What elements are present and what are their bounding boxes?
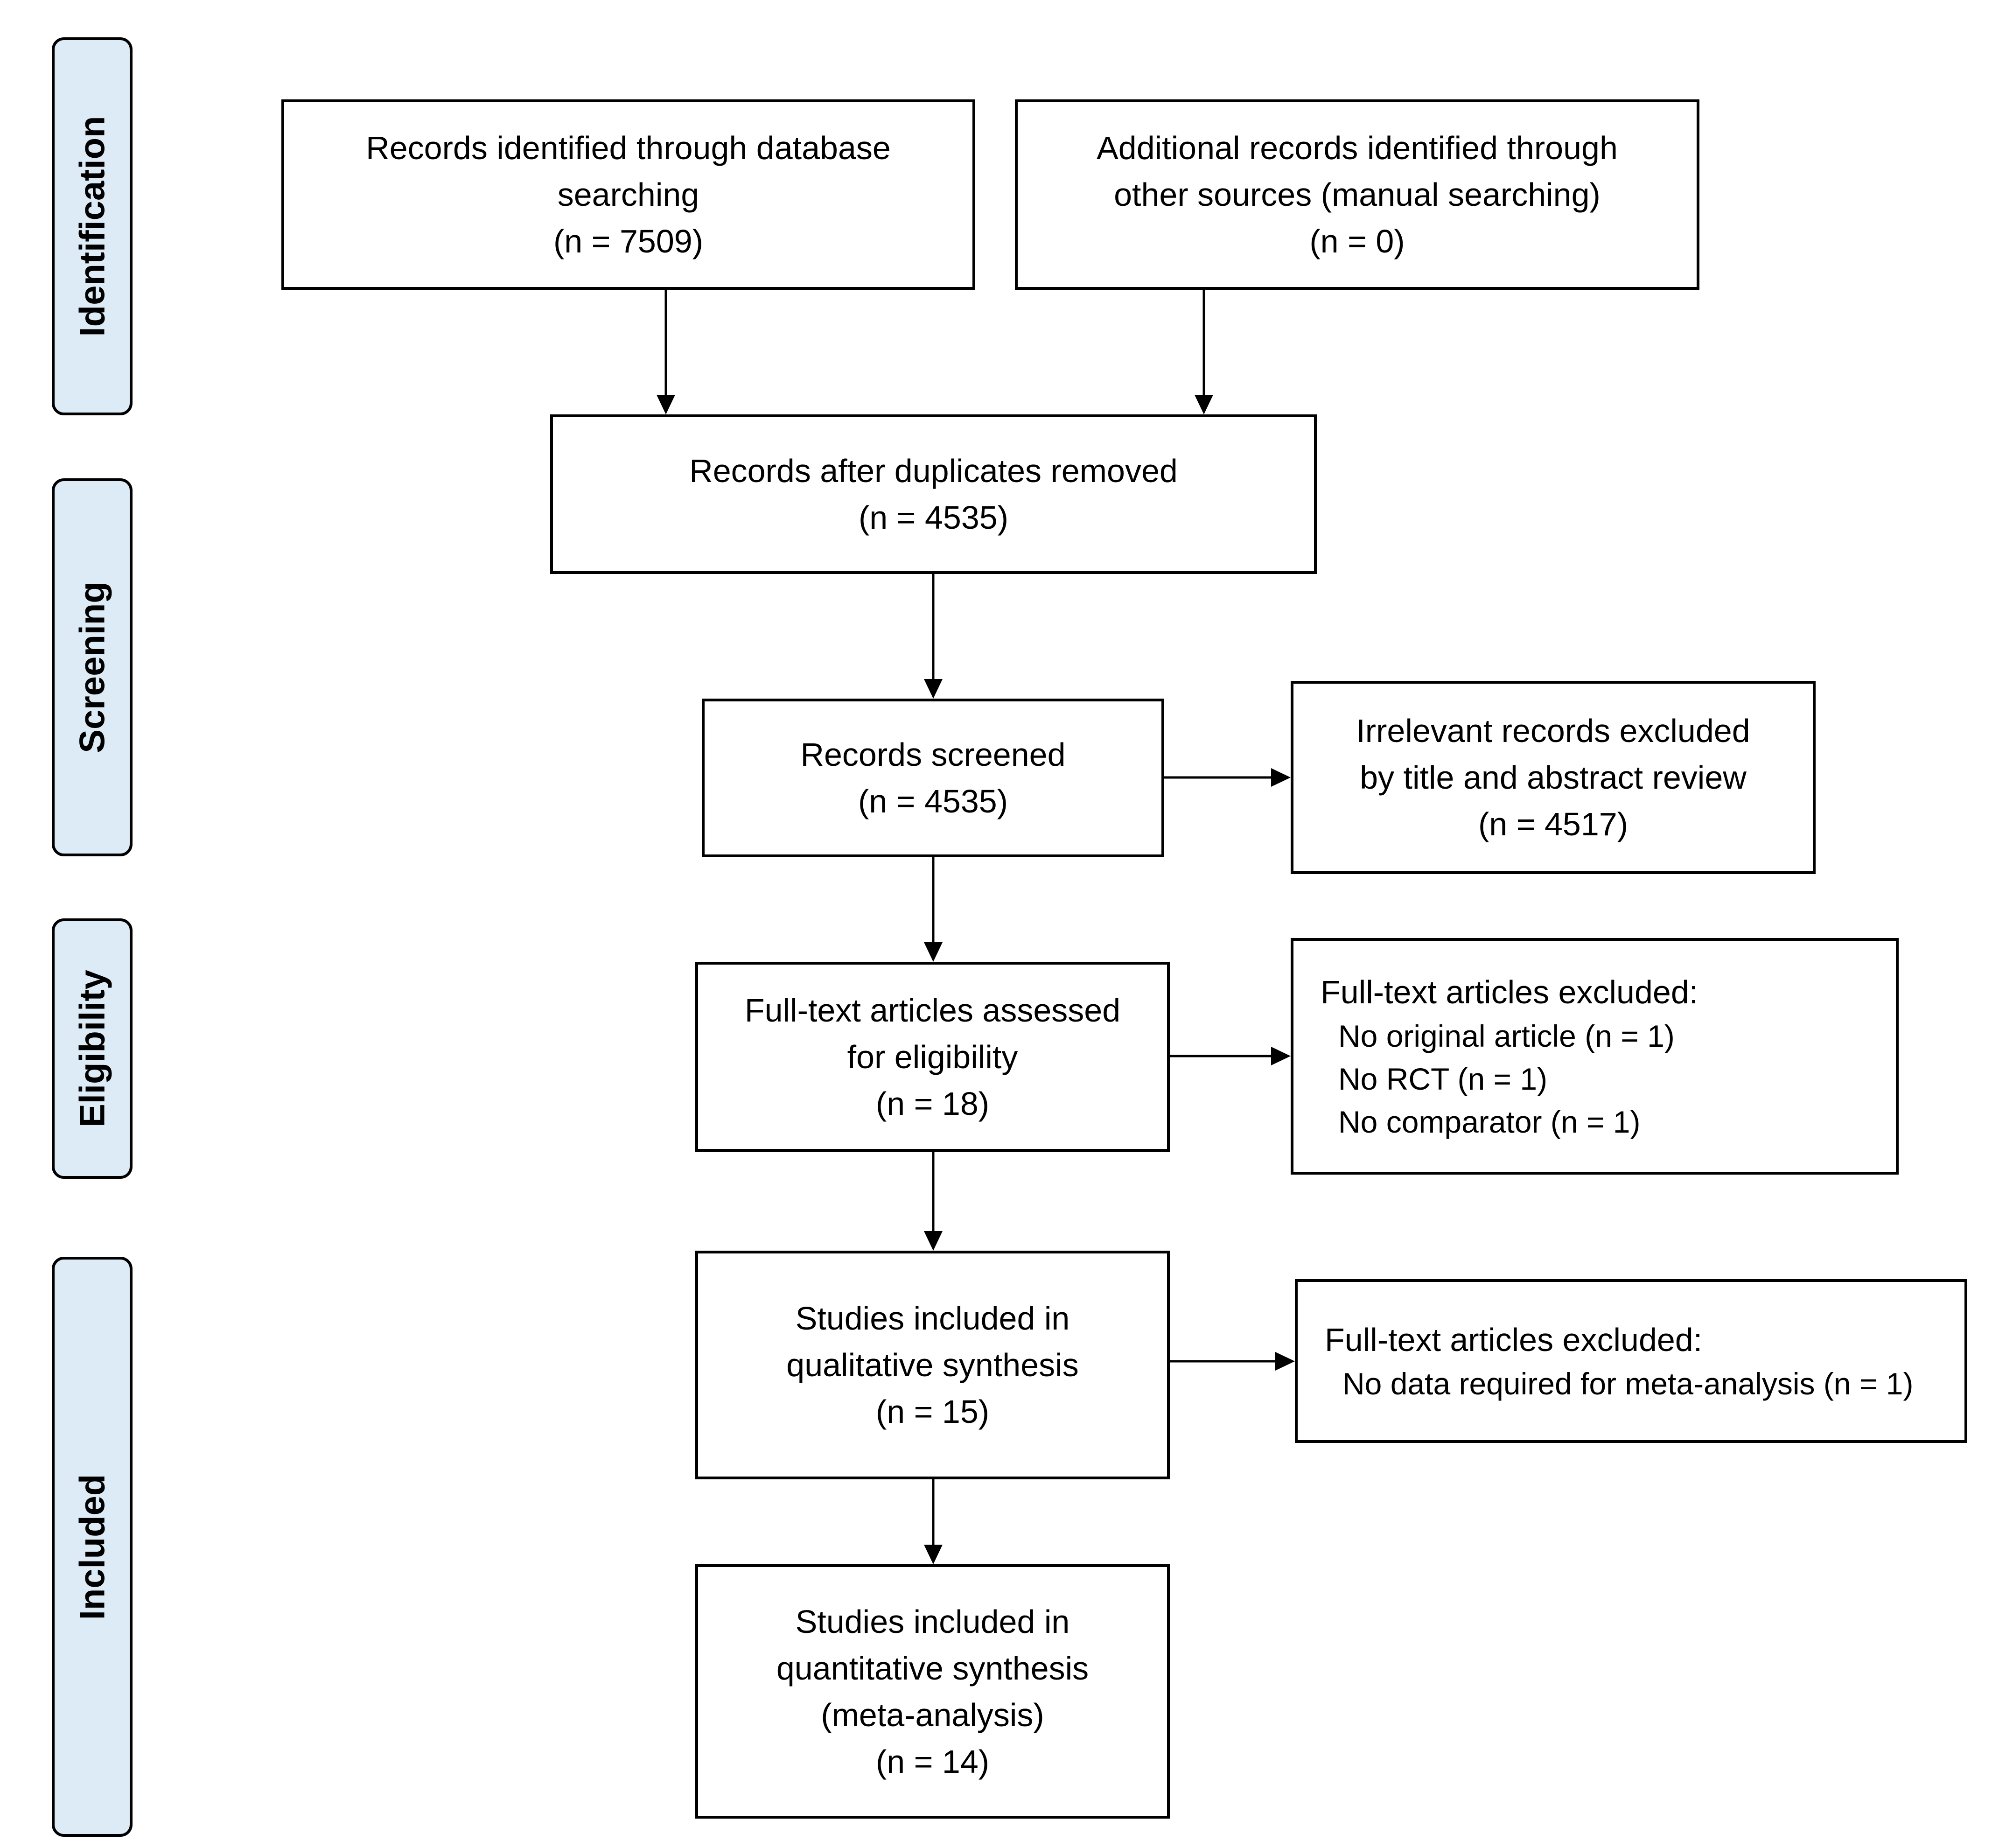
fulltext-assessed-line1: Full-text articles assessed xyxy=(744,992,1121,1029)
database-records-count: (n = 7509) xyxy=(553,223,704,259)
fulltext-assessed-box: Full-text articles assessed for eligibil… xyxy=(695,962,1170,1152)
fulltext-assessed-line2: for eligibility xyxy=(847,1038,1018,1075)
arrowhead-qualitative-to-quantitative xyxy=(924,1545,943,1564)
records-screened-box: Records screened (n = 4535) xyxy=(702,699,1164,857)
arrowhead-duplicates-to-screened xyxy=(924,679,943,699)
after-duplicates-line1: Records after duplicates removed xyxy=(689,453,1178,489)
qualitative-count: (n = 15) xyxy=(875,1393,990,1430)
meta-excluded-heading: Full-text articles excluded: xyxy=(1325,1321,1703,1358)
database-records-box: Records identified through database sear… xyxy=(281,99,975,290)
after-duplicates-box: Records after duplicates removed (n = 45… xyxy=(550,414,1317,574)
meta-excluded-item: No data required for meta-analysis (n = … xyxy=(1342,1366,1914,1401)
records-screened-line1: Records screened xyxy=(800,736,1066,773)
arrowhead-database-to-duplicates xyxy=(657,395,675,414)
additional-records-line2: other sources (manual searching) xyxy=(1114,176,1601,213)
database-records-line1: Records identified through database xyxy=(366,130,891,166)
irrelevant-excluded-box: Irrelevant records excluded by title and… xyxy=(1291,681,1816,874)
fulltext-excluded-item: No comparator (n = 1) xyxy=(1338,1104,1641,1139)
arrowhead-assessed-to-excluded xyxy=(1271,1047,1291,1065)
quantitative-synthesis-box: Studies included in quantitative synthes… xyxy=(695,1564,1170,1819)
qualitative-synthesis-box: Studies included in qualitative synthesi… xyxy=(695,1251,1170,1479)
fulltext-excluded-item: No RCT (n = 1) xyxy=(1338,1061,1548,1096)
additional-records-count: (n = 0) xyxy=(1309,223,1405,259)
quantitative-line3: (meta-analysis) xyxy=(821,1696,1044,1733)
quantitative-line1: Studies included in xyxy=(795,1603,1070,1640)
irrelevant-excluded-line2: by title and abstract review xyxy=(1360,759,1747,796)
fulltext-assessed-count: (n = 18) xyxy=(875,1085,990,1122)
fulltext-excluded-box: Full-text articles excluded: No original… xyxy=(1291,938,1899,1175)
qualitative-line2: qualitative synthesis xyxy=(786,1347,1079,1383)
phase-screening: Screening xyxy=(52,478,133,856)
arrowhead-screened-to-irrelevant xyxy=(1271,768,1291,787)
database-records-line2: searching xyxy=(557,176,699,213)
arrowhead-qualitative-to-meta-excluded xyxy=(1275,1352,1295,1371)
qualitative-line1: Studies included in xyxy=(795,1300,1070,1337)
quantitative-line2: quantitative synthesis xyxy=(776,1650,1089,1687)
meta-excluded-box: Full-text articles excluded: No data req… xyxy=(1295,1279,1967,1443)
arrowhead-assessed-to-qualitative xyxy=(924,1231,943,1251)
additional-records-line1: Additional records identified through xyxy=(1097,130,1618,166)
irrelevant-excluded-count: (n = 4517) xyxy=(1478,806,1629,842)
irrelevant-excluded-line1: Irrelevant records excluded xyxy=(1356,713,1750,749)
quantitative-count: (n = 14) xyxy=(875,1743,990,1780)
fulltext-excluded-item: No original article (n = 1) xyxy=(1338,1018,1675,1053)
records-screened-count: (n = 4535) xyxy=(858,783,1008,819)
after-duplicates-count: (n = 4535) xyxy=(858,499,1009,536)
phase-eligibility: Eligibility xyxy=(52,918,133,1179)
phase-identification: Identification xyxy=(52,37,133,415)
arrowhead-additional-to-duplicates xyxy=(1195,395,1213,414)
fulltext-excluded-heading: Full-text articles excluded: xyxy=(1321,973,1698,1010)
phase-included: Included xyxy=(52,1257,133,1837)
additional-records-box: Additional records identified through ot… xyxy=(1015,99,1699,290)
arrowhead-screened-to-assessed xyxy=(924,942,943,962)
